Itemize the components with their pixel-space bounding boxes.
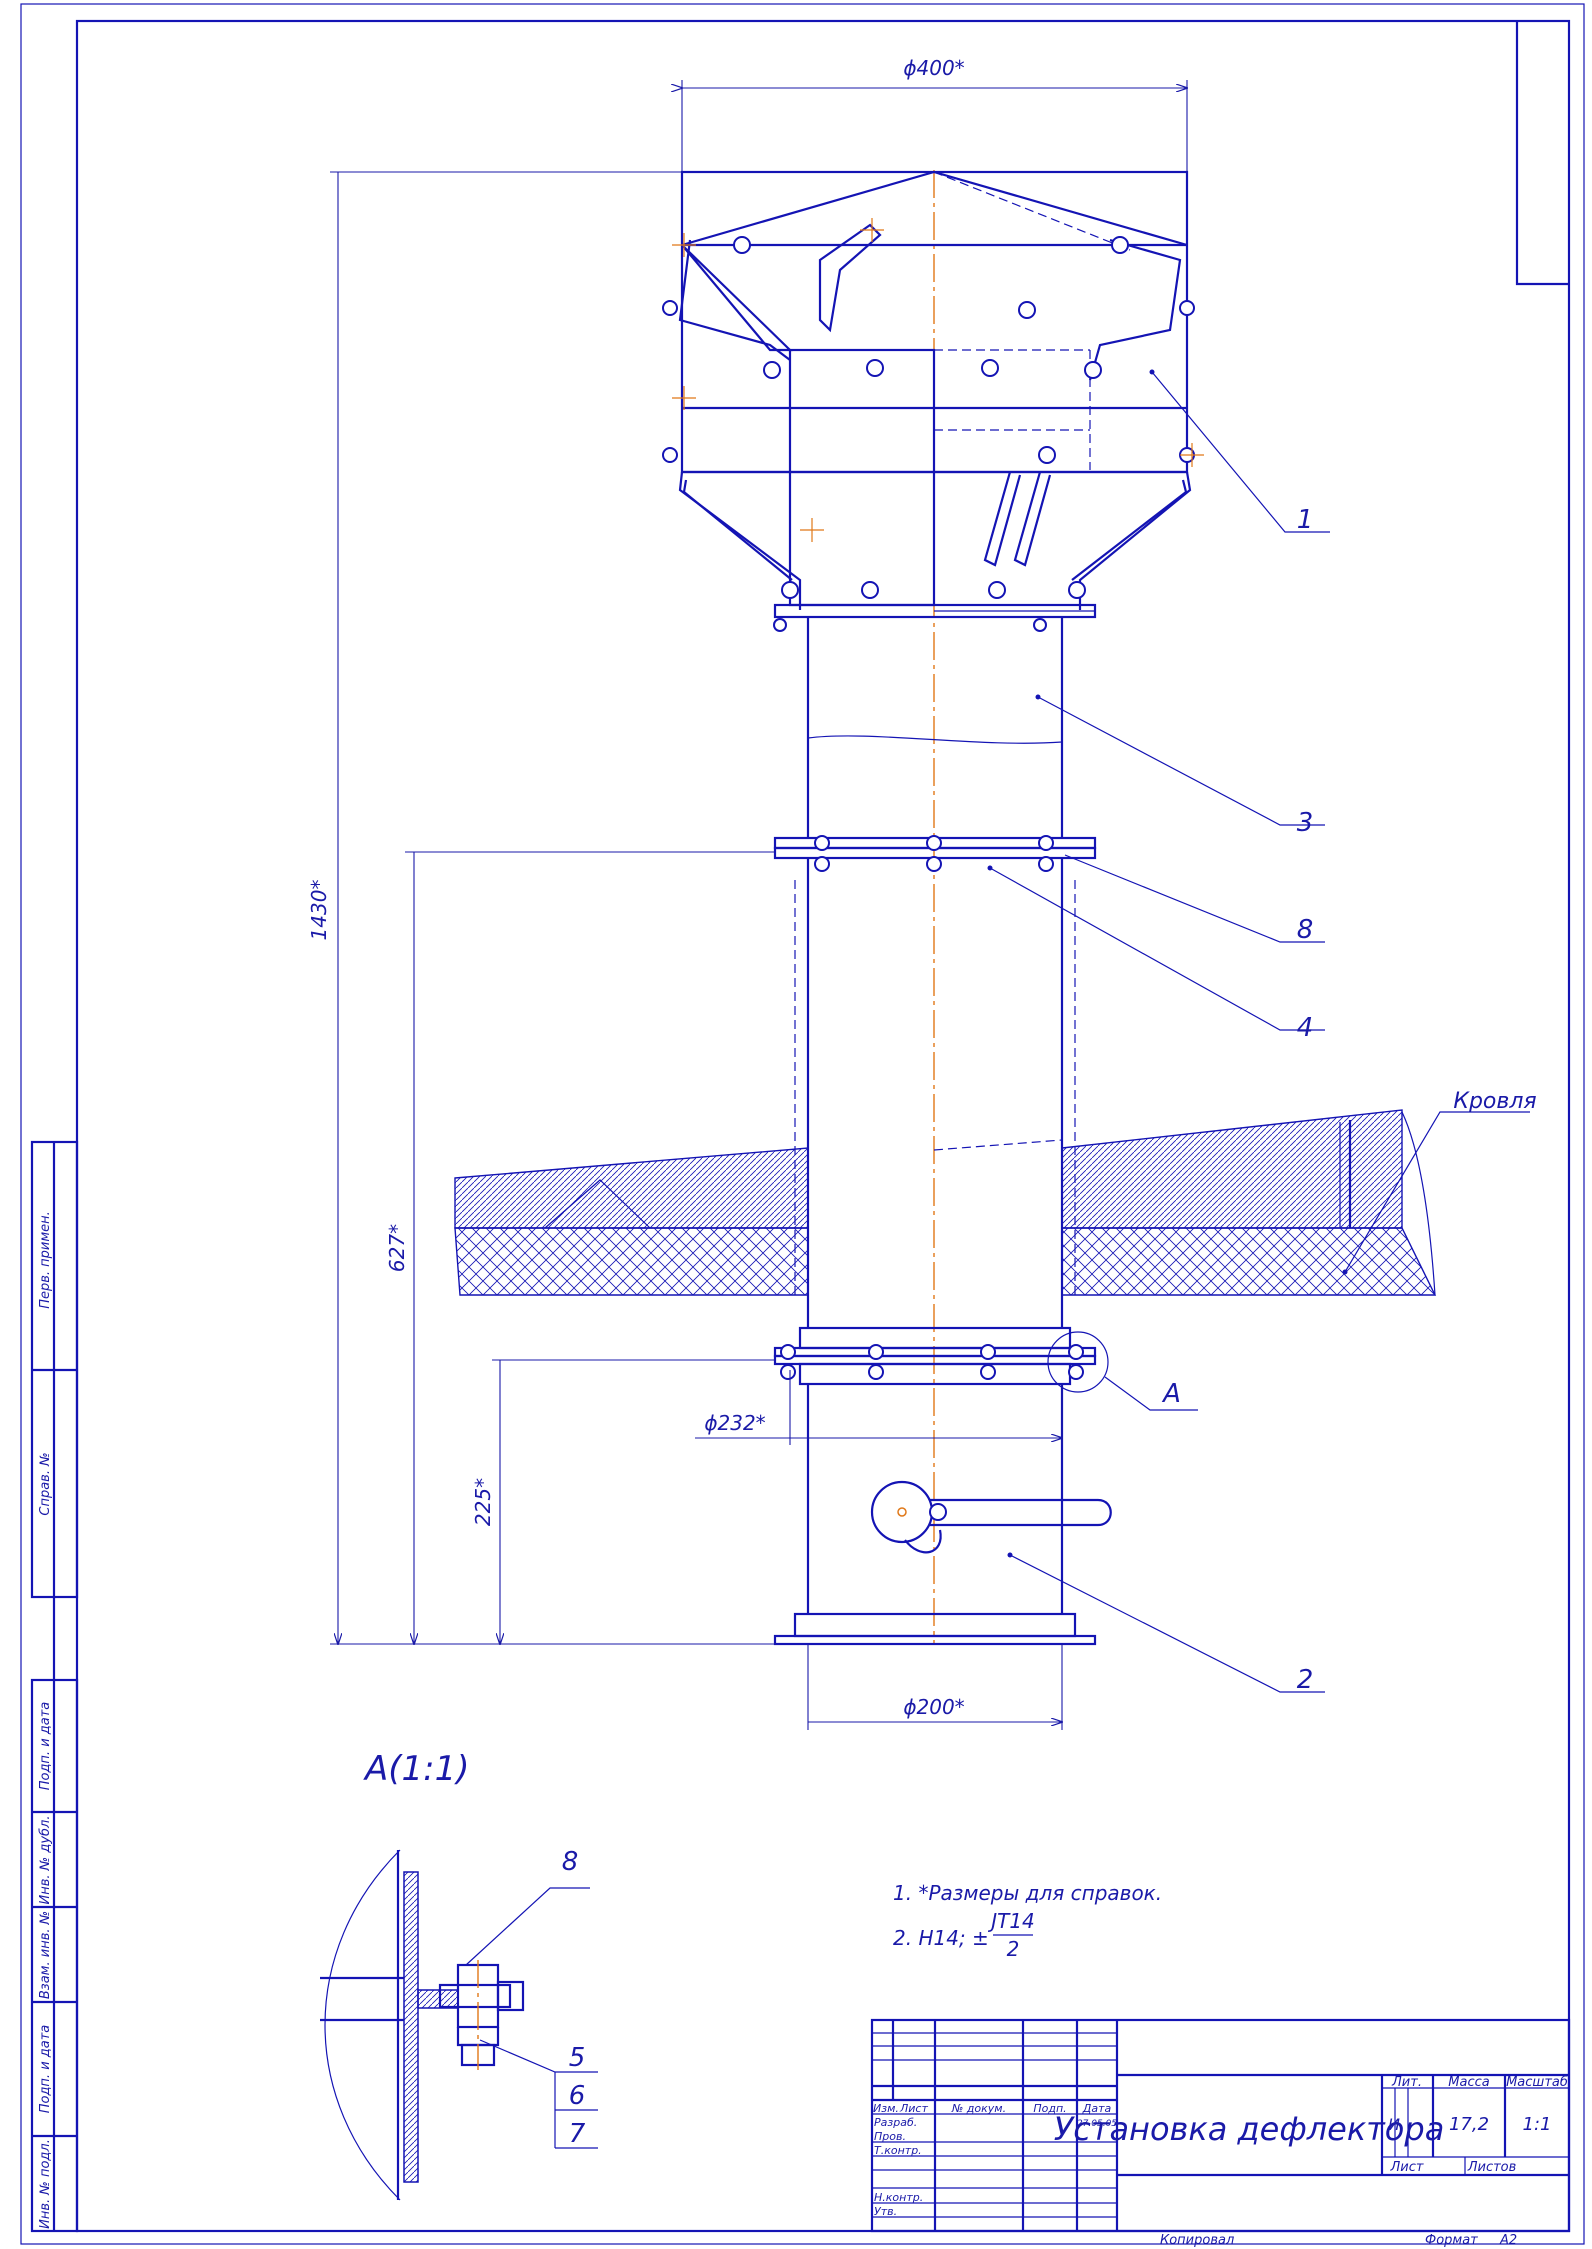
tb-mass-value: 17,2 [1449, 2114, 1489, 2135]
tb-header: Лист [899, 2102, 928, 2115]
note-2: 2. Н14; ± [893, 1926, 989, 1950]
dim-bottom-height: 225* [471, 1478, 495, 1526]
dim-base-diameter: ϕ200* [903, 1695, 964, 1719]
stamp-label: Инв. № подл. [38, 2139, 53, 2229]
callout-number: 4 [1297, 1013, 1314, 1043]
note-fraction-top: JT14 [987, 1909, 1035, 1933]
detail-callout: 5 [569, 2043, 586, 2073]
stamp-label: Справ. № [38, 1452, 53, 1515]
tb-header: Подп. [1033, 2102, 1066, 2115]
tb-sheets-label: Листов [1467, 2160, 1517, 2175]
stamp-label: Перв. примен. [38, 1211, 53, 1309]
side-stamp: Перв. примен. Справ. № Подп. и дата Инв.… [30, 1140, 79, 2233]
tb-lit-label: Лит. [1391, 2075, 1422, 2090]
tb-title: Установка дефлектора [1054, 2110, 1445, 2148]
pipe-section-lower [773, 1326, 1112, 1646]
deflector-head [662, 170, 1204, 632]
dimension-lines [330, 80, 1187, 1730]
tb-header: Изм. [873, 2102, 899, 2115]
note-1: 1. *Размеры для справок. [893, 1881, 1162, 1905]
pipe-section-roof [794, 858, 1076, 1328]
footer-format-label: Формат [1425, 2233, 1478, 2248]
tb-row-label: Н.контр. [874, 2191, 923, 2204]
tb-sheet-label: Лист [1390, 2160, 1424, 2175]
tb-row-label: Утв. [874, 2205, 897, 2218]
tb-header: № докум. [951, 2102, 1006, 2115]
title-block [870, 2018, 1571, 2233]
tb-row-label: Т.контр. [874, 2144, 922, 2157]
callout-number: 1 [1297, 505, 1314, 535]
tb-scale-value: 1:1 [1523, 2114, 1552, 2135]
detail-callout: 7 [569, 2119, 586, 2149]
sheet-frame [20, 3, 1585, 2245]
pipe-section-upper [773, 617, 1097, 872]
tb-date: 27.05.05 [1077, 2119, 1117, 2129]
dim-top-diameter: ϕ400* [903, 56, 964, 80]
dim-flange-height: 627* [385, 1224, 409, 1272]
footer-format-value: А2 [1499, 2233, 1517, 2248]
stamp-label: Взам. инв. № [38, 1911, 53, 1999]
detail-marker: А [1161, 1379, 1181, 1409]
tb-lit-value: И [1388, 2115, 1400, 2134]
tb-scale-label: Масштаб [1506, 2075, 1568, 2090]
dim-pipe-diameter: ϕ232* [704, 1411, 765, 1435]
detail-callout: 6 [569, 2081, 586, 2111]
tb-row-label: Пров. [874, 2130, 906, 2143]
tb-header: Дата [1082, 2102, 1112, 2115]
callout-leaders [987, 369, 1530, 1693]
note-fraction-bottom: 2 [1007, 1937, 1020, 1961]
callout-number: 3 [1297, 808, 1314, 838]
callout-number: 8 [1297, 915, 1314, 945]
detail-callout: 8 [562, 1847, 579, 1877]
tb-mass-label: Масса [1448, 2075, 1489, 2090]
dim-total-height: 1430* [307, 880, 331, 941]
stamp-label: Инв. № дубл. [38, 1816, 53, 1905]
detail-title: А(1:1) [363, 1749, 470, 1789]
stamp-label: Подп. и дата [38, 2025, 53, 2114]
tb-row-label: Разраб. [874, 2116, 917, 2129]
stamp-label: Подп. и дата [38, 1702, 53, 1791]
callout-number: 2 [1297, 1665, 1314, 1695]
roof-label: Кровля [1453, 1089, 1536, 1114]
footer-copied: Копировал [1160, 2233, 1234, 2248]
roof [454, 1109, 1437, 1296]
detail-a-drawing [320, 1849, 598, 2201]
